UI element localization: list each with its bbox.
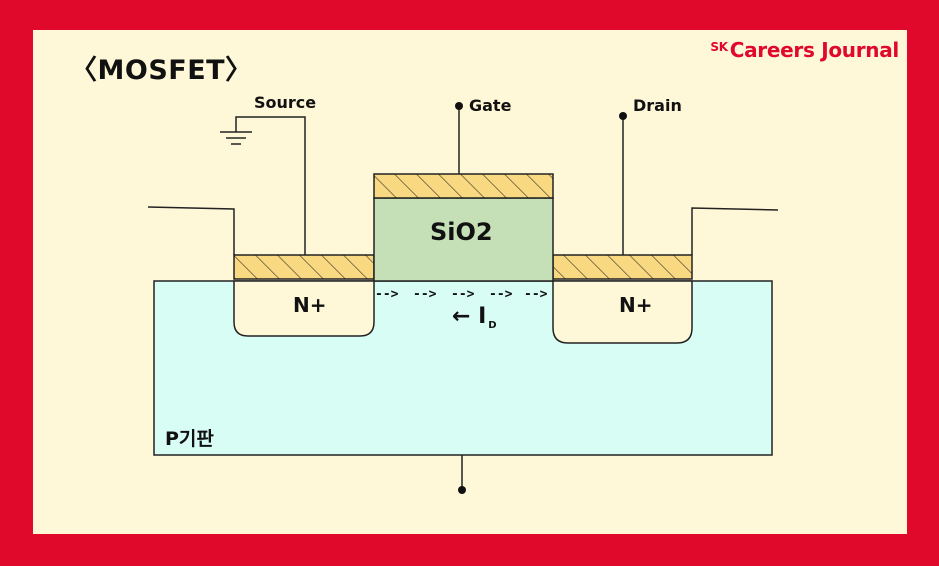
gate-terminal-dot <box>455 102 463 110</box>
substrate-label: P기판 <box>165 428 214 450</box>
drain-terminal-dot <box>619 112 627 120</box>
brand-name: Careers Journal <box>729 38 900 62</box>
left-arrow-icon: ← <box>452 304 471 329</box>
diagram-title: 〈MOSFET〉 <box>70 55 253 86</box>
surface-left-line <box>147 206 235 255</box>
nplus-source-region <box>233 280 375 337</box>
drain-contact-hatch <box>553 255 692 279</box>
ground-icon <box>220 131 252 145</box>
sio2-oxide <box>373 197 554 282</box>
channel-arrow: --> <box>489 287 513 302</box>
brand-prefix: SK <box>710 40 728 54</box>
channel-arrow: --> <box>375 287 399 302</box>
gate-label: Gate <box>469 96 512 115</box>
current-symbol: I <box>478 304 487 329</box>
sio2-label: SiO2 <box>430 218 493 246</box>
drain-label: Drain <box>633 96 682 115</box>
channel-arrow: --> <box>413 287 437 302</box>
gate-contact-hatch <box>374 174 553 198</box>
body-terminal-dot <box>458 486 466 494</box>
nplus-drain-label: N+ <box>619 293 653 317</box>
channel-arrow: --> <box>524 287 548 302</box>
nplus-source-label: N+ <box>293 293 327 317</box>
source-wire <box>235 116 306 255</box>
surface-right-line <box>691 207 779 255</box>
source-label: Source <box>254 93 317 112</box>
current-subscript: D <box>488 320 497 332</box>
nplus-drain-region <box>552 280 693 344</box>
source-contact-hatch <box>234 255 374 279</box>
channel-arrow: --> <box>451 287 475 302</box>
